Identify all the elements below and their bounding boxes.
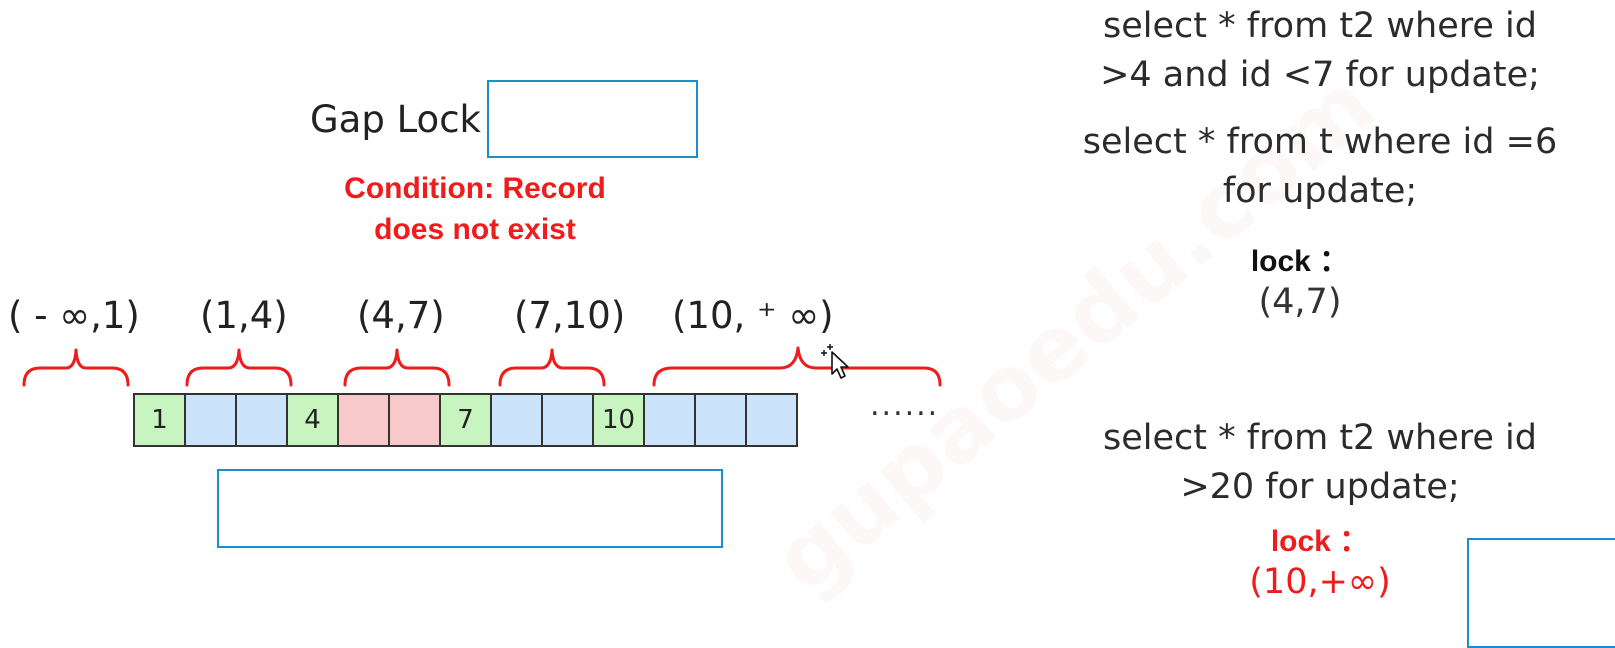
condition-line-2: does not exist xyxy=(374,213,576,246)
ellipsis: ...... xyxy=(870,388,940,423)
sql-example-1: select * from t2 where id >4 and id <7 f… xyxy=(1040,2,1600,100)
sql-example-2-line-1: select * from t where id =6 xyxy=(1082,122,1558,162)
lock-label-1: lock ： xyxy=(1250,245,1350,278)
cell-record-10: 10 xyxy=(592,393,645,447)
brace-3 xyxy=(343,348,451,387)
sql-example-1-line-2: >4 and id <7 for update; xyxy=(1100,55,1540,95)
mouse-cursor-icon xyxy=(821,344,849,379)
interval-label-3: (4,7) xyxy=(357,294,445,337)
cell-gap xyxy=(745,393,798,447)
cell-gap xyxy=(184,393,237,447)
sql-example-3: select * from t2 where id >20 for update… xyxy=(1040,414,1600,512)
interval-label-4: (7,10) xyxy=(514,294,626,337)
title-annotation-box xyxy=(487,80,698,158)
sql-example-3-line-2: >20 for update; xyxy=(1180,467,1460,507)
lock-range-2: (10,+∞) xyxy=(1249,562,1391,602)
cell-record-1: 1 xyxy=(133,393,186,447)
brace-4 xyxy=(498,348,606,387)
sql-example-2: select * from t where id =6 for update; xyxy=(1040,118,1600,216)
condition-line-1: Condition: Record xyxy=(344,172,606,205)
bottom-annotation-box xyxy=(217,469,723,548)
brace-2 xyxy=(185,348,293,387)
cell-locked-gap xyxy=(337,393,390,447)
interval-label-5: (10, ⁺ ∞) xyxy=(672,294,834,337)
lock-range-1: (4,7) xyxy=(1258,282,1342,322)
cell-gap xyxy=(235,393,288,447)
sql-example-2-line-2: for update; xyxy=(1222,171,1418,211)
sql-example-3-line-1: select * from t2 where id xyxy=(1103,418,1537,458)
cell-gap xyxy=(643,393,696,447)
cell-record-7: 7 xyxy=(439,393,492,447)
brace-1 xyxy=(22,348,130,387)
interval-label-1: ( - ∞,1) xyxy=(8,294,140,337)
corner-annotation-box xyxy=(1467,538,1615,648)
interval-label-2: (1,4) xyxy=(200,294,288,337)
condition-text: Condition: Record does not exist xyxy=(300,168,650,250)
diagram-title: Gap Lock xyxy=(310,98,481,141)
brace-5 xyxy=(652,346,942,387)
record-cells-row: 1 4 7 10 xyxy=(133,393,798,447)
cell-gap xyxy=(541,393,594,447)
cell-locked-gap xyxy=(388,393,441,447)
lock-label-2: lock ： xyxy=(1270,525,1370,558)
sql-example-1-line-1: select * from t2 where id xyxy=(1103,6,1537,46)
cell-record-4: 4 xyxy=(286,393,339,447)
cell-gap xyxy=(490,393,543,447)
cell-gap xyxy=(694,393,747,447)
